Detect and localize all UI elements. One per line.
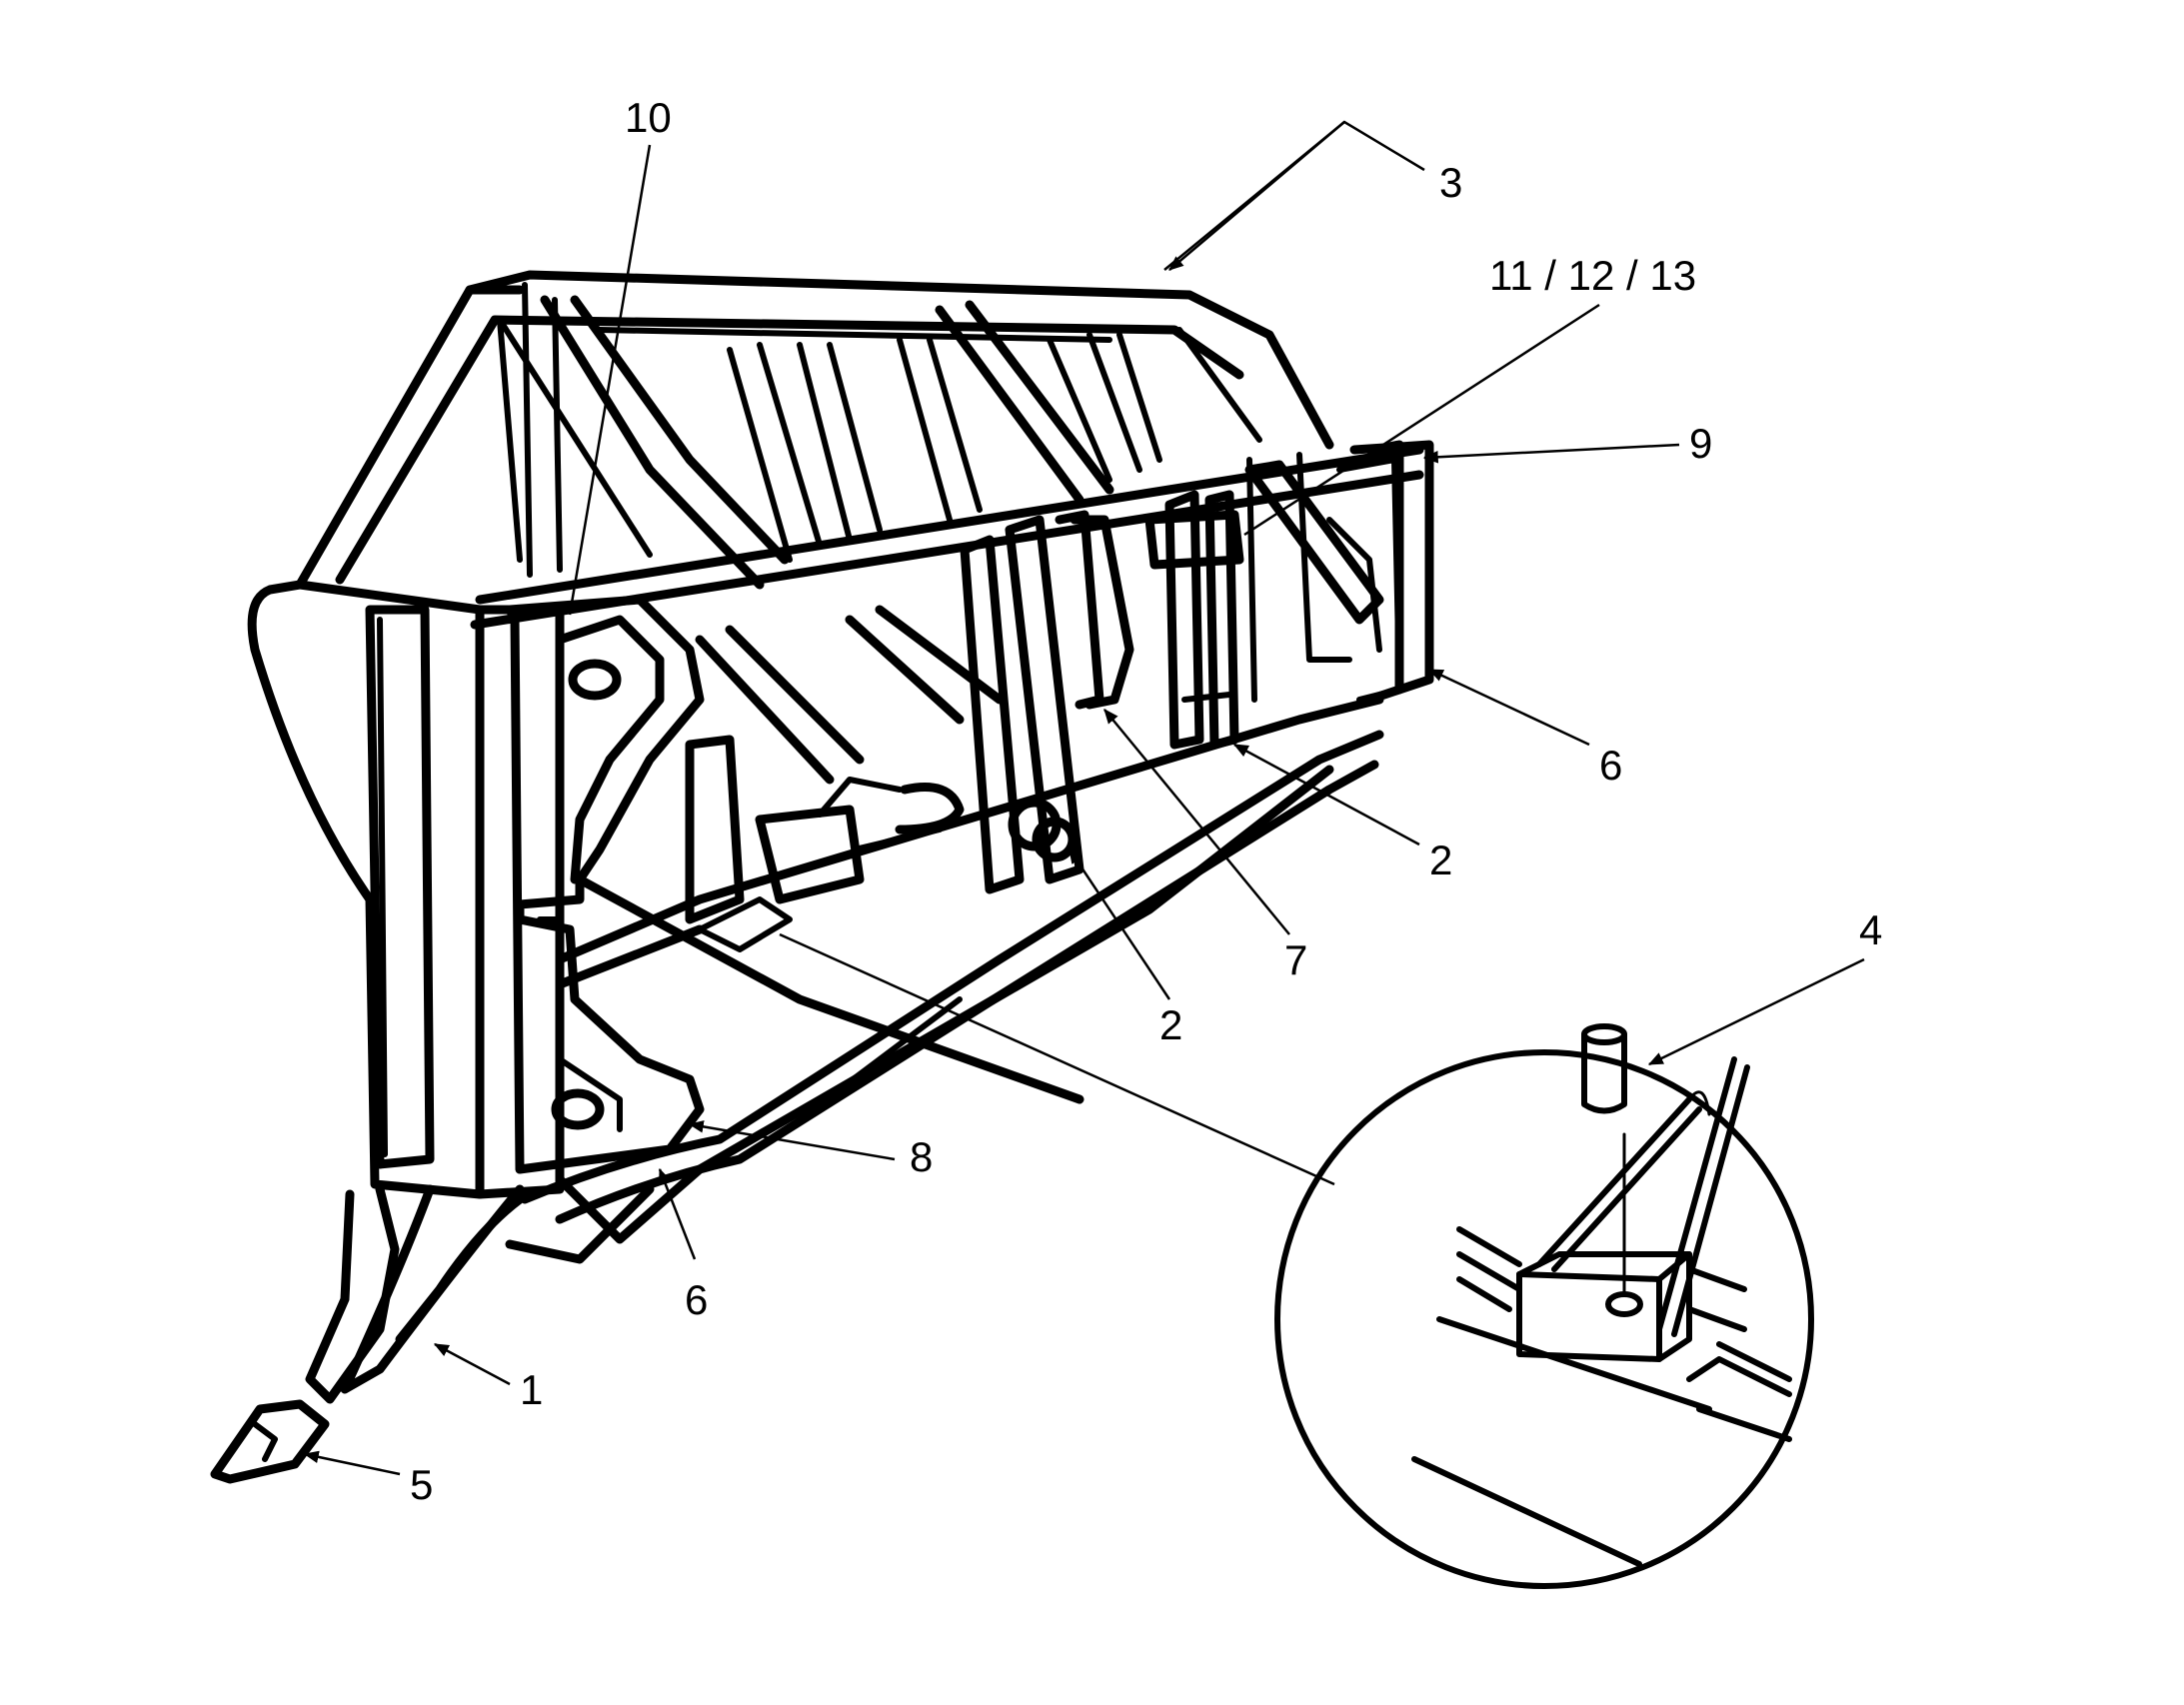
callout-9: 9 (1689, 420, 1712, 467)
callout-10: 10 (625, 94, 672, 141)
callout-1: 1 (520, 1366, 543, 1413)
callout-2-center: 2 (1159, 1001, 1182, 1048)
callout-8: 8 (910, 1133, 933, 1180)
leader-11-12-13 (1243, 303, 1600, 537)
leader-2-center (1068, 848, 1171, 1000)
inset-connector (779, 932, 1335, 1186)
leader-6-right (1427, 668, 1590, 747)
callout-6-right: 6 (1599, 742, 1622, 789)
leader-8 (688, 1120, 896, 1161)
leader-6-lower (658, 1167, 697, 1260)
callout-3: 3 (1439, 159, 1462, 206)
leader-lines (303, 120, 1865, 1476)
callout-5: 5 (410, 1461, 433, 1508)
detail-inset (1274, 1023, 1814, 1589)
leader-5 (303, 1450, 401, 1476)
callout-6-lower: 6 (685, 1276, 708, 1323)
callout-11-12-13: 11 / 12 / 13 (1489, 252, 1696, 299)
callout-labels: 10 3 11 / 12 / 13 9 6 2 7 2 4 8 6 1 5 (410, 94, 1882, 1508)
leader-9 (1422, 443, 1680, 464)
leader-10 (568, 144, 652, 616)
callout-2-right: 2 (1429, 837, 1452, 883)
leader-7 (1103, 709, 1290, 935)
ripper-frame-drawing (210, 270, 1434, 1484)
callout-4: 4 (1859, 906, 1882, 953)
leader-3 (1168, 120, 1425, 271)
leader-1 (433, 1342, 511, 1386)
callout-7: 7 (1284, 936, 1307, 983)
leader-4 (1647, 957, 1865, 1066)
leader-2-right (1232, 743, 1420, 847)
